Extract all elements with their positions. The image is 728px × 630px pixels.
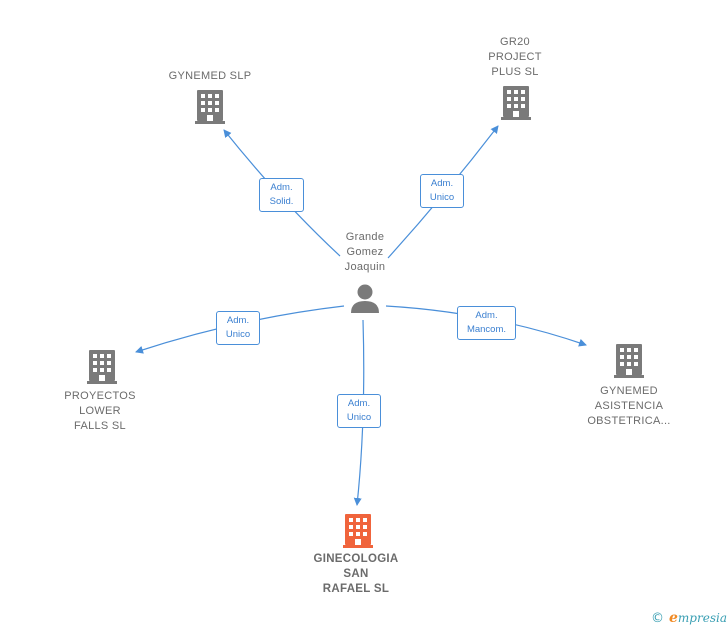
company-label-gr20[interactable]: GR20 PROJECT PLUS SL — [488, 36, 542, 78]
brand-name: mpresia — [677, 611, 727, 625]
company-label-gynemed-asistencia[interactable]: GYNEMED ASISTENCIA OBSTETRICA... — [587, 385, 671, 427]
brand-initial: e — [669, 610, 678, 626]
role-badge-gr20: Adm. Unico — [420, 174, 464, 208]
building-icon[interactable] — [501, 86, 531, 120]
role-badge-proyectos-lower: Adm. Unico — [216, 311, 260, 345]
company-label-proyectos-lower[interactable]: PROYECTOS LOWER FALLS SL — [64, 390, 136, 432]
copyright-icon: © — [651, 611, 664, 626]
role-badge-gynemed-slp: Adm. Solid. — [259, 178, 304, 212]
center-person-label[interactable]: Grande Gomez Joaquin — [344, 231, 386, 273]
brand-logo[interactable]: © empresia — [651, 610, 727, 626]
building-icon[interactable] — [343, 514, 373, 548]
company-label-ginecologia[interactable]: GINECOLOGIA SAN RAFAEL SL — [313, 553, 399, 595]
role-badge-gynemed-asistencia: Adm. Mancom. — [457, 306, 516, 340]
building-icon[interactable] — [195, 90, 225, 124]
role-badge-ginecologia: Adm. Unico — [337, 394, 381, 428]
building-icon[interactable] — [614, 344, 644, 378]
building-icon[interactable] — [87, 350, 117, 384]
company-label-gynemed-slp[interactable]: GYNEMED SLP — [168, 70, 252, 82]
person-icon[interactable] — [351, 284, 379, 314]
